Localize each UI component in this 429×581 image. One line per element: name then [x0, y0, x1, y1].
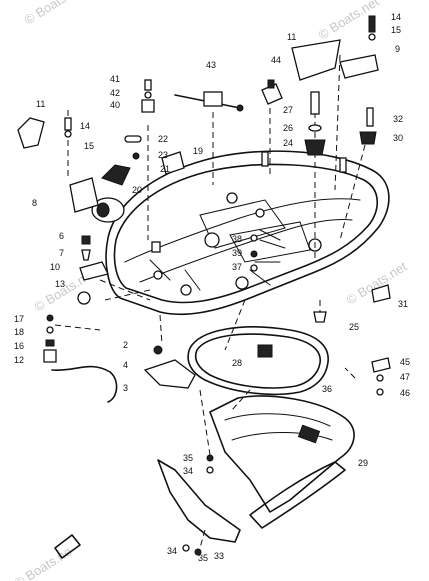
callout-18: 18 [14, 327, 24, 337]
callout-34-mid: 34 [183, 466, 193, 476]
callout-16: 16 [14, 341, 24, 351]
callout-19: 19 [193, 146, 203, 156]
bottom-cowling [105, 150, 390, 316]
callout-28: 28 [232, 358, 242, 368]
callout-29: 29 [358, 458, 368, 468]
callout-22: 22 [158, 134, 168, 144]
callout-44: 44 [271, 55, 281, 65]
callout-36: 36 [322, 384, 332, 394]
callout-labels: 14 15 9 11 44 43 41 42 40 22 23 21 20 11… [14, 12, 410, 563]
callout-20: 20 [132, 185, 142, 195]
callout-4: 4 [123, 360, 128, 370]
callout-12: 12 [14, 355, 24, 365]
callout-30: 30 [393, 133, 403, 143]
callout-39: 39 [232, 248, 242, 258]
watermark-bottom: © Boats.ne [12, 544, 75, 581]
callout-15-left: 15 [84, 141, 94, 151]
callout-27: 27 [283, 105, 293, 115]
callout-25: 25 [349, 322, 359, 332]
callout-15-top-right: 15 [391, 25, 401, 35]
lower-apron [54, 395, 355, 559]
callout-8: 8 [32, 198, 37, 208]
callout-37: 37 [232, 262, 242, 272]
callout-3: 3 [123, 383, 128, 393]
callout-32: 32 [393, 114, 403, 124]
callout-11-left: 11 [36, 99, 45, 109]
callout-24: 24 [283, 138, 293, 148]
callout-41: 41 [110, 74, 120, 84]
callout-43: 43 [206, 60, 216, 70]
seal-gasket [187, 326, 329, 396]
watermark-top-left: © Boats.net [22, 0, 88, 28]
callout-14-left: 14 [80, 121, 90, 131]
leader-lines [54, 54, 366, 549]
callout-23: 23 [158, 150, 168, 160]
callout-42: 42 [110, 88, 120, 98]
callout-38: 38 [232, 234, 242, 244]
callout-40: 40 [110, 100, 120, 110]
bracket-28-shape [257, 344, 273, 358]
callout-11-top: 11 [287, 32, 296, 42]
callout-9: 9 [395, 44, 400, 54]
callout-34-bottom: 34 [167, 546, 177, 556]
callout-35-mid: 35 [183, 453, 193, 463]
callout-7: 7 [59, 248, 64, 258]
callout-45: 45 [400, 357, 410, 367]
callout-33: 33 [214, 551, 224, 561]
callout-26: 26 [283, 123, 293, 133]
callout-47: 47 [400, 372, 410, 382]
callout-2: 2 [123, 340, 128, 350]
callout-46: 46 [400, 388, 410, 398]
callout-13: 13 [55, 279, 65, 289]
callout-31: 31 [398, 299, 408, 309]
callout-6: 6 [59, 231, 64, 241]
callout-21: 21 [160, 164, 170, 174]
small-parts [17, 15, 391, 556]
callout-14-top-right: 14 [391, 12, 401, 22]
callout-10: 10 [50, 262, 60, 272]
callout-35-bottom: 35 [198, 553, 208, 563]
callout-17: 17 [14, 314, 24, 324]
